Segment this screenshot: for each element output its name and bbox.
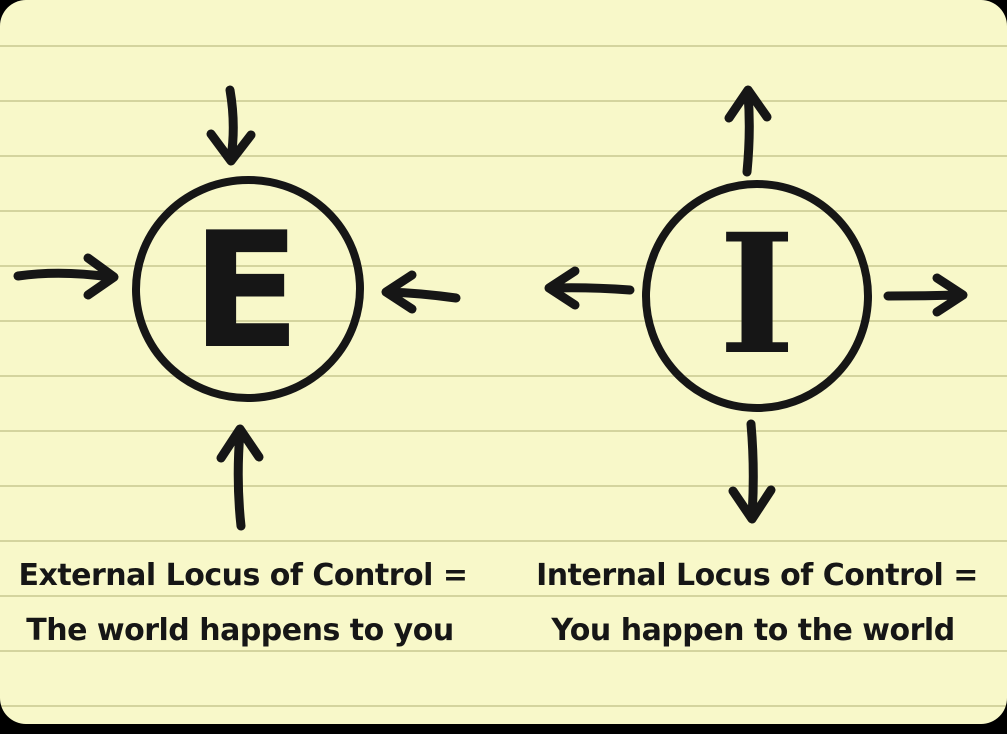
external-circle <box>132 175 364 403</box>
internal-caption-line2: You happen to the world <box>550 613 954 648</box>
internal-letter: I <box>718 197 795 391</box>
internal-locus-diagram: I Internal Locus of Control = You happen… <box>536 85 978 648</box>
external-caption-line2: The world happens to you <box>26 613 453 648</box>
internal-arrow-right-icon <box>883 273 968 317</box>
external-arrow-down-icon <box>206 85 256 166</box>
external-arrow-left-icon <box>381 270 461 314</box>
internal-caption-line1: Internal Locus of Control = <box>536 558 978 593</box>
internal-circle <box>641 180 873 412</box>
external-caption-line1: External Locus of Control = <box>18 558 467 593</box>
external-arrow-up-icon <box>216 424 264 531</box>
external-arrow-right-icon <box>13 253 119 300</box>
external-letter: E <box>191 197 300 384</box>
internal-arrow-left-icon <box>544 266 635 310</box>
external-locus-diagram: E External Locus of Control = The world … <box>13 85 468 648</box>
internal-arrow-down-icon <box>728 419 776 524</box>
internal-arrow-up-icon <box>724 85 772 177</box>
